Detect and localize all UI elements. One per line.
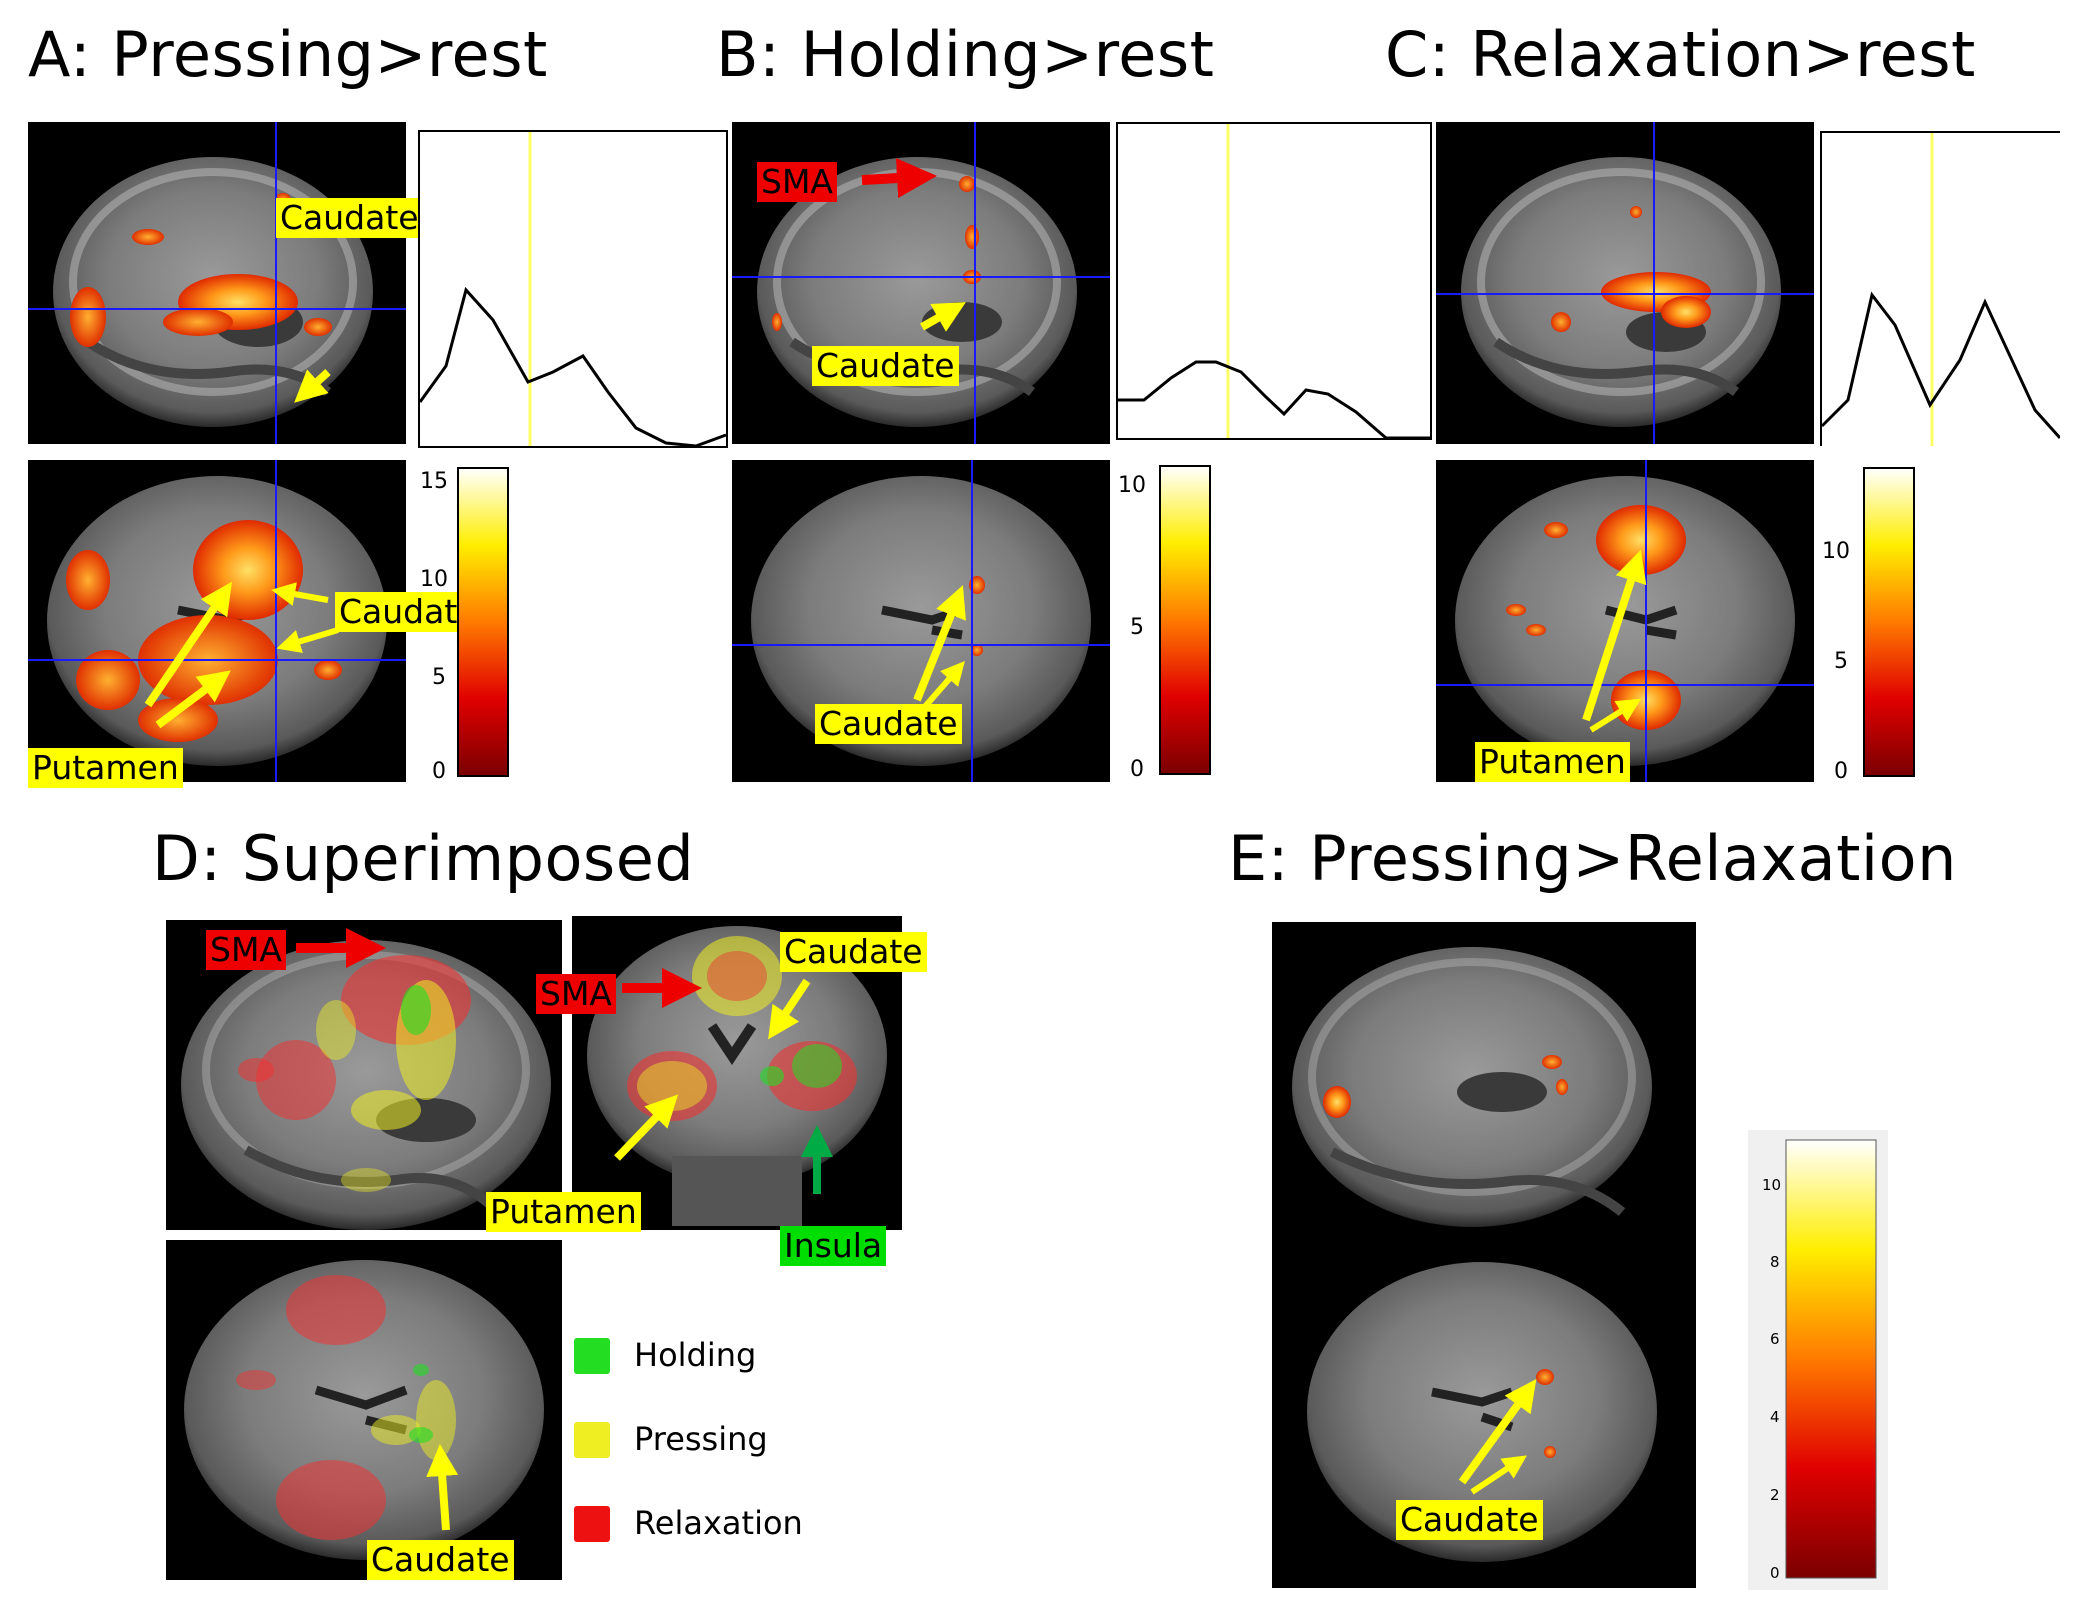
panel-e-tick-8: 8 [1770, 1253, 1780, 1271]
panel-d-axial-image [166, 1240, 562, 1580]
panel-e-tick-4: 4 [1770, 1408, 1780, 1426]
legend-swatch-relaxation [574, 1506, 610, 1542]
legend-label-holding: Holding [634, 1336, 757, 1374]
panel-b-caudate-axial-label: Caudate [815, 704, 962, 744]
panel-a-tick-10: 10 [420, 567, 448, 592]
legend-label-pressing: Pressing [634, 1420, 768, 1458]
panel-d-sagittal-image [166, 920, 562, 1230]
panel-b-tick-5: 5 [1130, 615, 1144, 640]
panel-a-timecourse-plot [418, 130, 728, 448]
panel-b-title: B: Holding>rest [716, 18, 1215, 91]
legend-swatch-holding [574, 1338, 610, 1374]
panel-c-tick-10: 10 [1822, 539, 1850, 564]
panel-d-putamen-label: Putamen [486, 1192, 641, 1232]
panel-b-tick-0: 0 [1130, 757, 1144, 780]
panel-b-colorbar: 10 5 0 [1116, 464, 1216, 780]
panel-b-tick-10: 10 [1118, 473, 1146, 498]
panel-d-sma-coronal-label: SMA [536, 974, 616, 1014]
panel-c-axial-image [1436, 460, 1814, 782]
panel-b-caudate-sagittal-label: Caudate [812, 346, 959, 386]
panel-e-images [1272, 922, 1696, 1588]
panel-a-sagittal-image [28, 122, 406, 444]
panel-a-title: A: Pressing>rest [28, 18, 548, 91]
panel-e-title: E: Pressing>Relaxation [1228, 822, 1957, 895]
panel-c-timecourse-plot [1820, 130, 2060, 450]
panel-c-title: C: Relaxation>rest [1385, 18, 1976, 91]
panel-c-tick-5: 5 [1834, 649, 1848, 674]
panel-d-caudate-axial-label: Caudate [367, 1540, 514, 1580]
panel-a-putamen-label: Putamen [28, 748, 183, 788]
panel-a-tick-0: 0 [432, 759, 446, 782]
panel-d-title: D: Superimposed [152, 822, 695, 895]
panel-d-caudate-coronal-label: Caudate [780, 932, 927, 972]
panel-a-tick-5: 5 [432, 665, 446, 690]
panel-a-tick-15: 15 [420, 469, 448, 494]
panel-a-colorbar: 15 10 5 0 [418, 466, 518, 782]
legend-label-relaxation: Relaxation [634, 1504, 803, 1542]
panel-c-colorbar: 10 5 0 [1820, 466, 1920, 782]
panel-e-tick-0: 0 [1770, 1564, 1780, 1582]
panel-b-timecourse-plot [1116, 122, 1432, 444]
panel-d-sma-sagittal-label: SMA [206, 930, 286, 970]
panel-c-tick-0: 0 [1834, 759, 1848, 782]
panel-e-caudate-label: Caudate [1396, 1500, 1543, 1540]
panel-d-coronal-image [572, 916, 902, 1230]
panel-c-sagittal-image [1436, 122, 1814, 444]
panel-e-tick-2: 2 [1770, 1486, 1780, 1504]
panel-b-sma-label: SMA [757, 162, 837, 202]
panel-e-colorbar: 10 8 6 4 2 0 [1748, 1130, 1888, 1590]
panel-d-insula-label: Insula [780, 1226, 887, 1266]
panel-e-tick-6: 6 [1770, 1330, 1780, 1348]
panel-c-putamen-label: Putamen [1475, 742, 1630, 782]
legend-swatch-pressing [574, 1422, 610, 1458]
panel-e-tick-10: 10 [1762, 1176, 1781, 1194]
panel-a-caudate-sagittal-label: Caudate [276, 198, 423, 238]
